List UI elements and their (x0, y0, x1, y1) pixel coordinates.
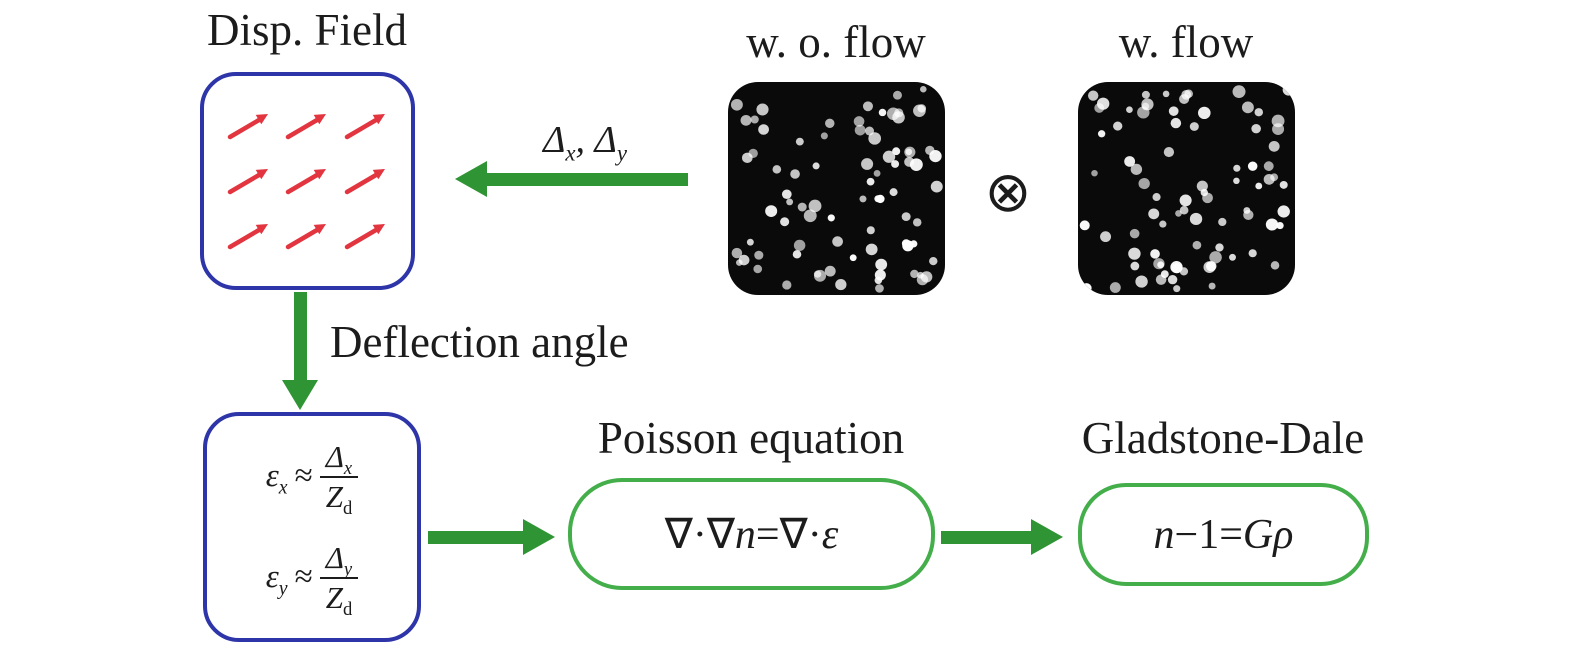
displacement-to-deflection-arrow (282, 292, 318, 410)
red-arrow-icon (226, 166, 272, 196)
red-arrow-icon (284, 221, 330, 251)
red-arrow-icon (284, 166, 330, 196)
speckle-image-with-flow (1078, 82, 1295, 295)
comma: , (575, 119, 586, 161)
without-flow-title: w. o. flow (746, 17, 926, 67)
approx-symbol: ≈ (294, 559, 313, 595)
speckle-pattern-1 (730, 86, 943, 293)
arrow-head-down-icon (282, 380, 318, 410)
delta-y-subscript: y (616, 140, 627, 166)
poisson-equation: ∇·∇n=∇·ε (665, 509, 839, 559)
disp-field-title: Disp. Field (206, 5, 408, 55)
y-subscript: y (343, 558, 353, 580)
approx-symbol: ≈ (294, 458, 313, 494)
red-arrow-icon (343, 111, 389, 141)
arrow-shaft (428, 530, 523, 544)
minus-one-equals: −1= (1174, 511, 1243, 558)
speckle-pattern-2 (1079, 84, 1295, 294)
cross-correlation-icon: ⊗ (984, 162, 1032, 224)
arrow-head-right-icon (1031, 519, 1063, 555)
z-symbol: Z (325, 478, 343, 514)
delta-x-symbol: Δ (543, 119, 566, 161)
arrow-shaft (941, 530, 1031, 544)
delta-symbol: Δ (325, 438, 344, 474)
x-subscript: x (343, 457, 353, 479)
epsilon-y-equation: εy ≈ Δy Zd (265, 539, 359, 618)
delta-x-subscript: x (565, 140, 576, 166)
gladstone-dale-box: n−1=Gρ (1078, 483, 1369, 586)
with-flow-title: w. flow (1118, 17, 1254, 67)
poisson-equation-title: Poisson equation (597, 413, 905, 463)
nabla-dot: ∇· (779, 512, 822, 558)
red-arrow-icon (226, 221, 272, 251)
displacement-field-box (200, 72, 415, 290)
gladstone-dale-equation: n−1=Gρ (1154, 511, 1294, 559)
n-symbol: n (1153, 511, 1175, 558)
gladstone-constant-symbol: G (1242, 511, 1274, 558)
red-arrow-icon (226, 111, 272, 141)
red-arrow-icon (343, 166, 389, 196)
n-symbol: n (734, 512, 756, 558)
deflection-to-poisson-arrow (428, 519, 555, 555)
gladstone-dale-title: Gladstone-Dale (1081, 413, 1365, 463)
speckle-image-without-flow (728, 82, 945, 295)
z-symbol: Z (325, 579, 343, 615)
displacement-vector-grid (204, 76, 411, 286)
arrow-shaft (487, 172, 688, 186)
arrow-head-right-icon (523, 519, 555, 555)
deflection-equations: εx ≈ Δx Zd εy ≈ Δy Zd (207, 416, 417, 638)
epsilon-symbol: ε (265, 559, 279, 595)
d-subscript: d (342, 497, 353, 519)
deflection-equations-box: εx ≈ Δx Zd εy ≈ Δy Zd (203, 412, 421, 642)
poisson-to-gladstone-arrow (941, 519, 1063, 555)
x-subscript: x (278, 476, 288, 499)
correlation-to-displacement-arrow (455, 161, 688, 197)
epsilon-symbol: ε (821, 512, 839, 558)
poisson-equation-box: ∇·∇n=∇·ε (568, 478, 935, 590)
arrow-head-left-icon (455, 161, 487, 197)
epsilon-symbol: ε (265, 458, 279, 494)
displacement-components-label: Δx, Δy (435, 118, 735, 164)
epsilon-x-equation: εx ≈ Δx Zd (265, 438, 359, 517)
equals-sign: = (755, 512, 780, 558)
red-arrow-icon (284, 111, 330, 141)
red-arrow-icon (343, 221, 389, 251)
rho-symbol: ρ (1273, 511, 1294, 558)
delta-y-symbol: Δ (594, 119, 617, 161)
delta-symbol: Δ (325, 539, 344, 575)
y-subscript: y (278, 577, 288, 600)
fraction-delta-y-over-zd: Δy Zd (319, 539, 359, 618)
d-subscript: d (342, 598, 353, 620)
arrow-shaft (293, 292, 307, 380)
deflection-angle-label: Deflection angle (330, 317, 629, 367)
nabla-dot-nabla: ∇·∇ (664, 512, 735, 558)
fraction-delta-x-over-zd: Δx Zd (319, 438, 359, 517)
